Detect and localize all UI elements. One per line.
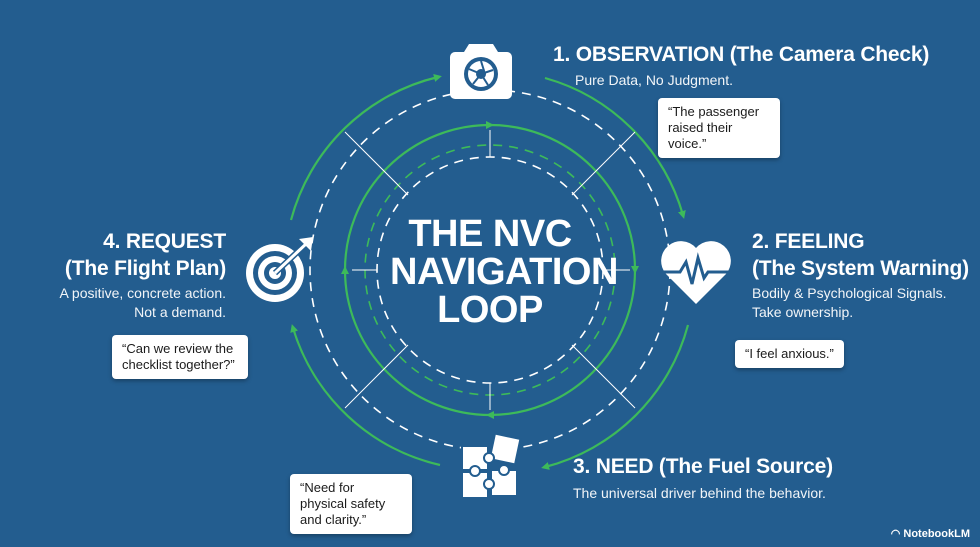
camera-icon [450, 44, 512, 99]
step-observation-heading: 1. OBSERVATION (The Camera Check) [553, 43, 930, 66]
step-feeling-sub: Take ownership. [752, 304, 854, 320]
watermark-text: NotebookLM [903, 528, 970, 540]
step-request-sub: Not a demand. [134, 304, 226, 320]
quote-bubble-need: “Need for physical safety and clarity.” [290, 474, 412, 534]
quote-bubble-observation: “The passenger raised their voice.” [658, 98, 780, 158]
arrow-observation-to-feeling [544, 76, 686, 219]
step-request-heading: 4. REQUEST [103, 230, 226, 253]
puzzle-icon [461, 432, 522, 499]
title-line: NAVIGATION [390, 251, 618, 293]
arrow-need-to-request [290, 324, 441, 467]
title-line: LOOP [437, 289, 543, 331]
watermark: ◠ NotebookLM [891, 527, 970, 540]
step-need-heading: 3. NEED (The Fuel Source) [573, 455, 833, 478]
step-request-heading-sub: (The Flight Plan) [64, 257, 226, 280]
arrow-request-to-observation [289, 74, 442, 221]
notebooklm-logo-icon: ◠ [890, 528, 904, 540]
title-line: THE NVC [408, 213, 572, 255]
step-feeling-heading-sub: (The System Warning) [752, 257, 969, 280]
quote-bubble-feeling: “I feel anxious.” [735, 340, 844, 368]
arrow-feeling-to-need [541, 324, 690, 470]
step-feeling-heading: 2. FEELING [752, 230, 865, 253]
diagram-title: THE NVC NAVIGATION LOOP [390, 213, 618, 331]
step-observation-sub: Pure Data, No Judgment. [575, 72, 733, 88]
heart-pulse-icon [661, 241, 731, 304]
step-feeling-sub: Bodily & Psychological Signals. [752, 285, 947, 301]
quote-bubble-request: “Can we review the checklist together?” [112, 335, 248, 379]
step-need-sub: The universal driver behind the behavior… [573, 485, 826, 501]
step-request-sub: A positive, concrete action. [59, 285, 226, 301]
target-icon [246, 237, 313, 302]
